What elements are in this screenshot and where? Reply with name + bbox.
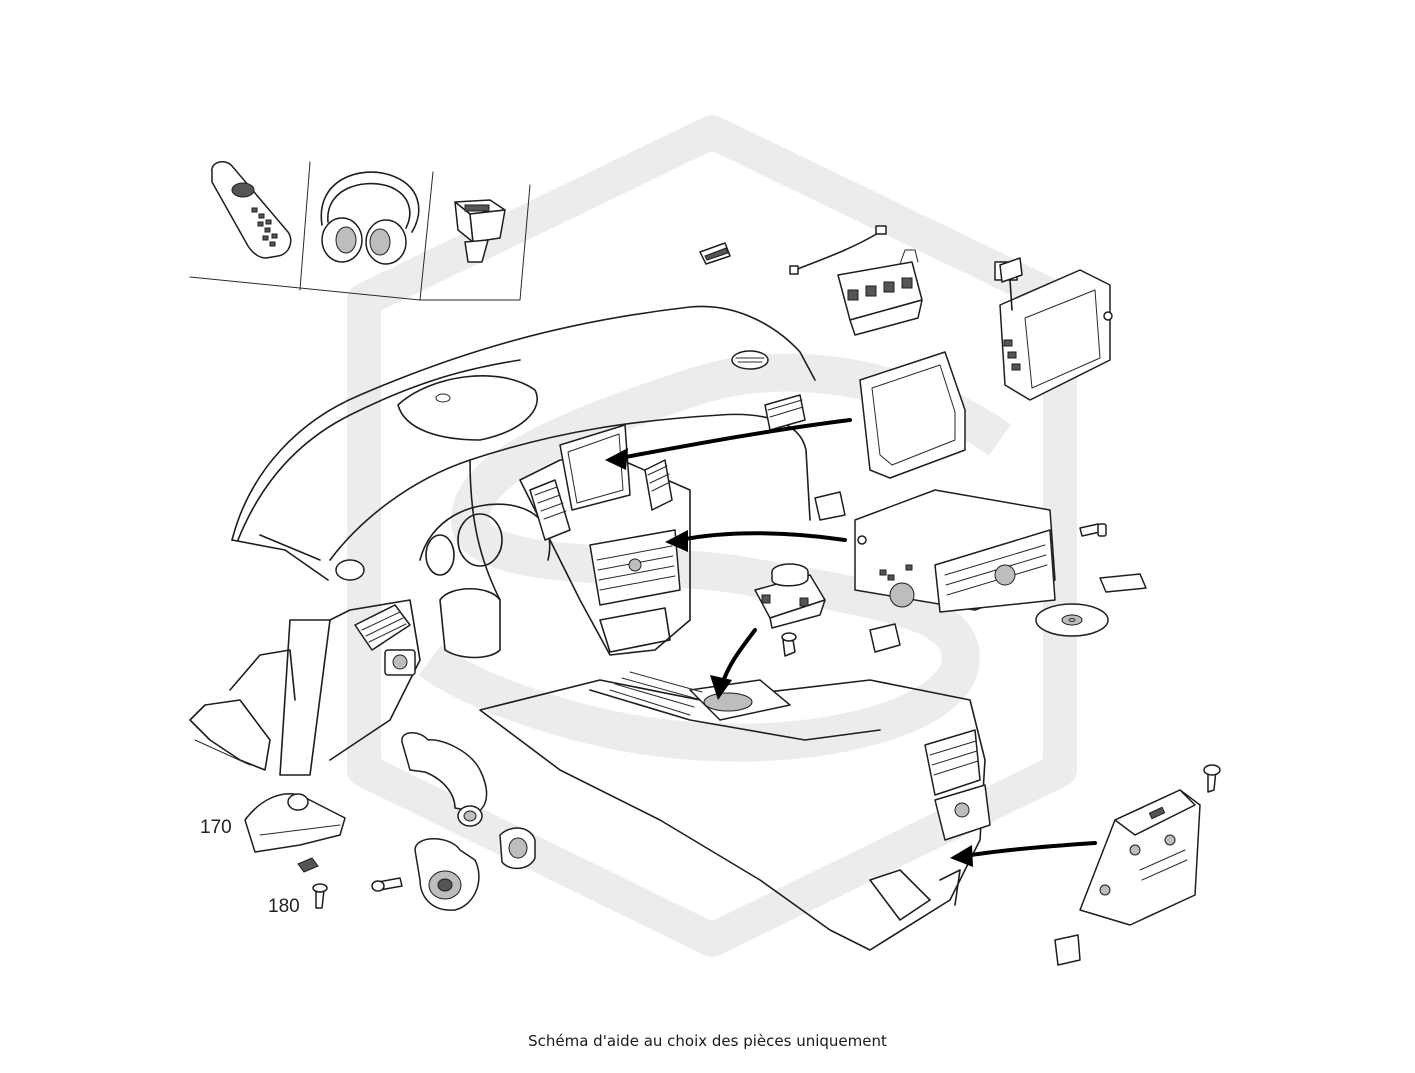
cd-disc-icon xyxy=(1035,603,1109,637)
head-unit-icon xyxy=(854,489,1056,613)
diagram-caption: Schéma d'aide au choix des pièces unique… xyxy=(528,1032,887,1050)
arrow-dvd-changer xyxy=(950,841,1097,867)
callout-170: 170 xyxy=(200,817,232,838)
control-module-icon xyxy=(837,249,923,336)
connector-tag-icon xyxy=(814,257,1147,966)
antenna-cable-icon xyxy=(789,225,887,275)
duct-part-icon xyxy=(401,732,488,827)
center-stack xyxy=(519,350,806,656)
dvd-changer-icon xyxy=(1079,789,1201,926)
headphones-icon xyxy=(320,171,420,265)
arrow-controller xyxy=(710,628,757,700)
accessories-inset xyxy=(189,161,531,301)
display-panel-icon xyxy=(859,351,966,479)
clip-part-icon xyxy=(297,857,319,873)
arrow-head-unit xyxy=(665,530,847,552)
usb-socket-icon xyxy=(454,199,506,263)
controller-knob-icon xyxy=(754,563,826,629)
bracket-part-icon xyxy=(244,793,346,853)
callout-180: 180 xyxy=(268,896,300,917)
arrow-display xyxy=(605,418,852,470)
speaker-icon xyxy=(414,827,536,911)
connector-clip-icon xyxy=(699,242,731,265)
remote-control-icon xyxy=(211,161,292,259)
screw-icon xyxy=(312,523,1221,909)
